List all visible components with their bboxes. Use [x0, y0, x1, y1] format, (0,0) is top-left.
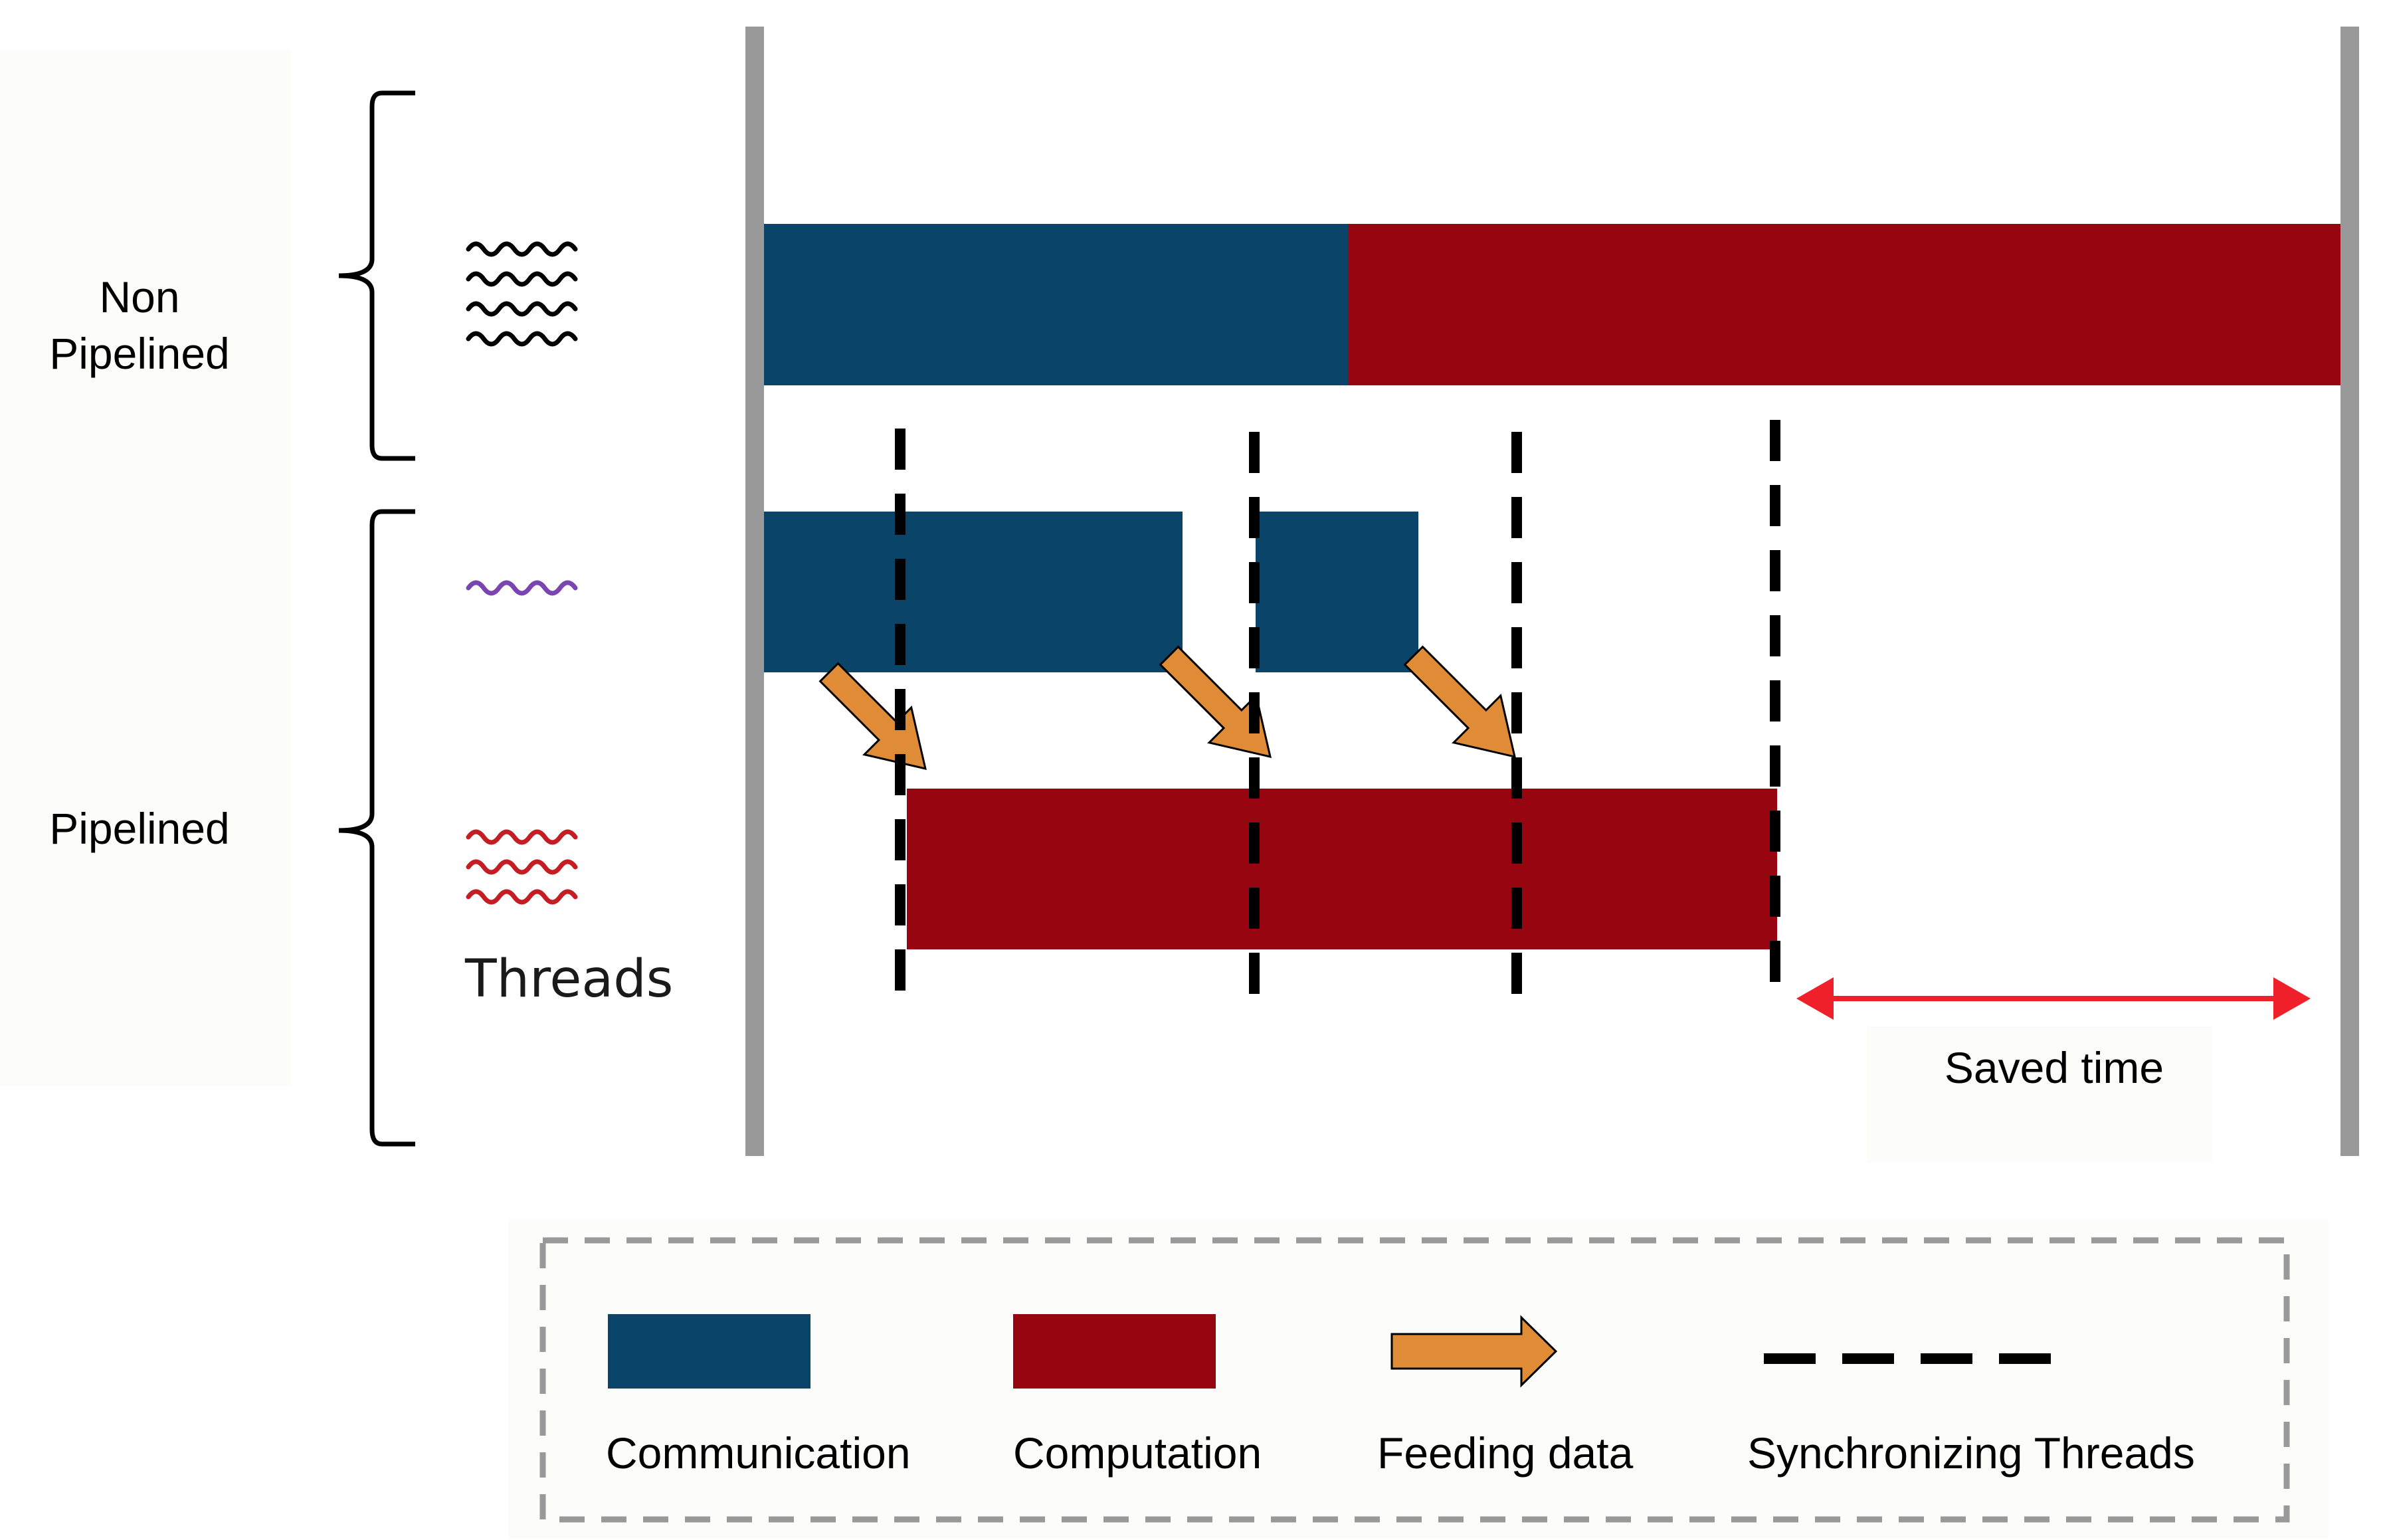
pipelined-communication-bar-1	[764, 512, 1183, 672]
pipelined-brace-icon	[338, 509, 415, 1147]
legend-communication-swatch	[608, 1314, 810, 1389]
threads-label: Threads	[464, 949, 673, 1009]
label-panel	[0, 50, 291, 1086]
timeline-end-line	[2340, 27, 2359, 1156]
non-pipelined-label-line1: Non	[99, 272, 179, 322]
computation-threads-icon	[466, 829, 578, 905]
feeding-data-arrow-3	[1403, 645, 1517, 759]
legend-computation-label: Computation	[1013, 1428, 1262, 1478]
saved-time-label: Saved time	[1945, 1043, 2164, 1092]
non-pipelined-label-line2: Pipelined	[49, 329, 230, 378]
pipelined-label: Pipelined	[49, 804, 230, 853]
timeline-start-line	[745, 27, 764, 1156]
legend-computation-swatch	[1013, 1314, 1216, 1389]
legend-synchronizing-threads-label: Synchronizing Threads	[1747, 1428, 2195, 1478]
feeding-data-arrow-2	[1159, 645, 1272, 759]
non-pipelined-brace-icon	[338, 90, 415, 461]
non-pipelined-threads-icon	[466, 241, 578, 347]
legend-feeding-data-label: Feeding data	[1377, 1428, 1634, 1478]
legend-feeding-data-arrow-icon	[1390, 1315, 1558, 1388]
non-pipelined-communication-bar	[764, 224, 1349, 385]
communication-thread-icon	[466, 580, 578, 596]
non-pipelined-computation-bar	[1349, 224, 2340, 385]
legend-box	[539, 1237, 2290, 1523]
legend-communication-label: Communication	[606, 1428, 911, 1478]
saved-time-label-bg	[1867, 1026, 2212, 1163]
pipelined-communication-bar-2	[1256, 512, 1418, 672]
legend-bg	[508, 1219, 2329, 1538]
pipelined-computation-bar	[907, 789, 1777, 949]
